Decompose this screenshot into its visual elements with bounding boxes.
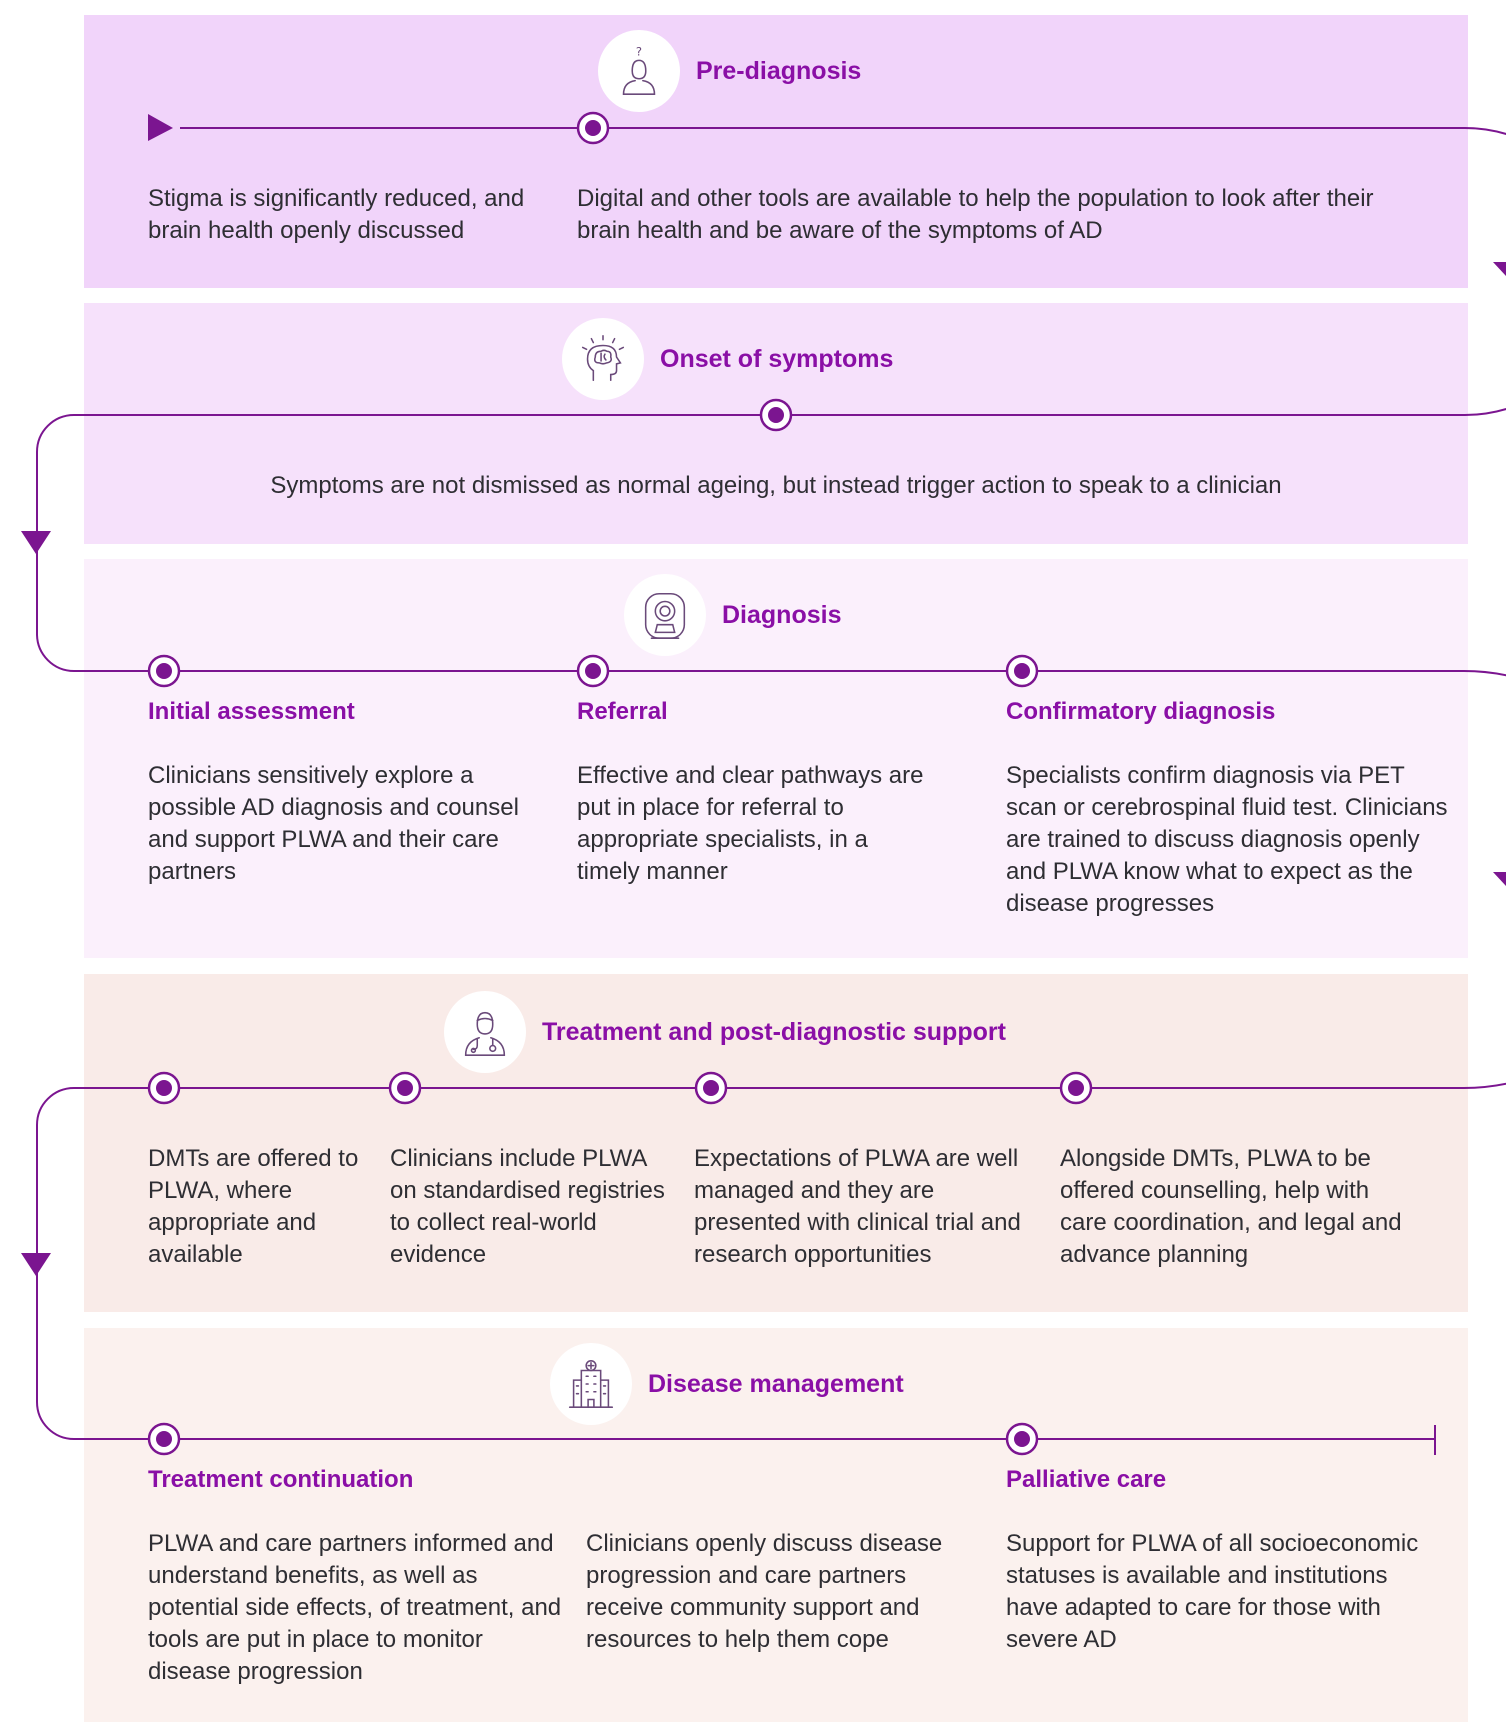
milestone-node xyxy=(694,1071,728,1105)
milestone-node xyxy=(147,1071,181,1105)
milestone-heading: Initial assessment xyxy=(148,698,355,725)
stage-item-text: Support for PLWA of all socioeconomic st… xyxy=(1006,1530,1419,1653)
stage-item-text: DMTs are offered to PLWA, where appropri… xyxy=(148,1145,359,1268)
flow-segment-1 xyxy=(36,127,1506,1440)
stage-title: Onset of symptoms xyxy=(660,344,894,373)
stage-title: Diagnosis xyxy=(722,600,842,629)
milestone-heading: Confirmatory diagnosis xyxy=(1006,698,1276,725)
stage-title: Disease management xyxy=(648,1369,904,1398)
stage-item-text: PLWA and care partners informed and unde… xyxy=(148,1530,562,1685)
stage-item-text: Alongside DMTs, PLWA to be offered couns… xyxy=(1060,1145,1402,1268)
milestone-node xyxy=(147,1422,181,1456)
down-arrow-icon xyxy=(1493,872,1506,886)
person-question-icon: ? xyxy=(598,30,680,112)
svg-text:?: ? xyxy=(636,45,642,59)
stage-item-text: Clinicians openly discuss disease progre… xyxy=(586,1530,943,1653)
stage-header-disease-management: Disease management xyxy=(550,1343,904,1425)
stage-title: Treatment and post-diagnostic support xyxy=(542,1017,1006,1046)
milestone-node xyxy=(1005,654,1039,688)
stage-header-diagnosis: Diagnosis xyxy=(624,574,841,656)
hospital-building-icon xyxy=(550,1343,632,1425)
stage-item-text: Clinicians include PLWA on standardised … xyxy=(390,1145,665,1268)
stage-band-pre-diagnosis xyxy=(84,15,1468,288)
milestone-nodes xyxy=(147,111,1093,1456)
stage-item-text: Effective and clear pathways are put in … xyxy=(577,762,924,885)
milestone-heading: Referral xyxy=(577,698,668,725)
stage-header-treatment: Treatment and post-diagnostic support xyxy=(444,991,1006,1073)
doctor-stethoscope-icon xyxy=(444,991,526,1073)
stage-title: Pre-diagnosis xyxy=(696,56,862,85)
milestone-heading: Treatment continuation xyxy=(148,1466,414,1493)
stage-item-text: Specialists confirm diagnosis via PET sc… xyxy=(1006,762,1448,917)
milestone-node xyxy=(1005,1422,1039,1456)
down-arrow-icon xyxy=(21,531,51,554)
stage-item-text: Expectations of PLWA are well managed an… xyxy=(694,1145,1021,1268)
start-arrow-icon xyxy=(148,114,173,141)
stage-band-disease-management xyxy=(84,1328,1468,1722)
milestone-node xyxy=(576,111,610,145)
milestone-node xyxy=(147,654,181,688)
brain-head-icon xyxy=(562,318,644,400)
down-arrow-icon xyxy=(21,1253,51,1276)
stage-item-text: Clinicians sensitively explore a possibl… xyxy=(148,762,519,885)
milestone-node xyxy=(1059,1071,1093,1105)
stage-band-treatment xyxy=(84,974,1468,1312)
mri-scanner-icon xyxy=(624,574,706,656)
stage-band-diagnosis xyxy=(84,559,1468,958)
stage-header-onset: Onset of symptoms xyxy=(562,318,893,400)
down-arrow-icon xyxy=(1493,262,1506,276)
milestone-heading: Palliative care xyxy=(1006,1466,1167,1493)
milestone-node xyxy=(759,398,793,432)
milestone-node xyxy=(576,654,610,688)
stage-item-text: Digital and other tools are available to… xyxy=(577,185,1374,244)
stage-header-pre-diagnosis: ? Pre-diagnosis xyxy=(598,30,861,112)
milestone-node xyxy=(388,1071,422,1105)
stage-item-text: Symptoms are not dismissed as normal age… xyxy=(270,472,1282,499)
stage-item-text: Stigma is significantly reduced, and bra… xyxy=(148,185,525,244)
